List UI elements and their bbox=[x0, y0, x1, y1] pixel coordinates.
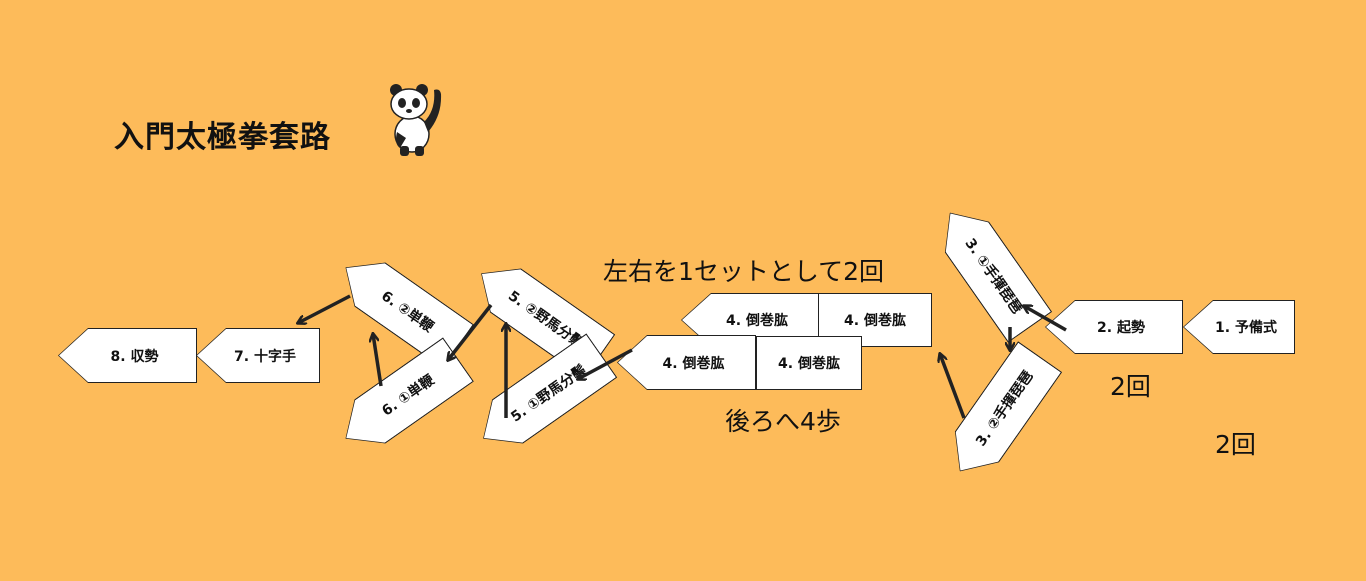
page-title: 入門太極拳套路 bbox=[114, 120, 331, 155]
step-2-tag: 2. 起勢 bbox=[1045, 300, 1183, 354]
arrow-2-to-3a bbox=[1024, 306, 1067, 332]
step-8-label: 8. 収勢 bbox=[59, 329, 196, 382]
step-8-tag: 8. 収勢 bbox=[58, 328, 197, 383]
twice-note-1: 2回 bbox=[1110, 372, 1151, 401]
step-4-label-c: 4. 倒巻肱 bbox=[618, 336, 755, 389]
step-4-tag-c: 4. 倒巻肱 bbox=[617, 335, 756, 390]
arrow-5b-to-6b bbox=[448, 303, 493, 360]
arrow-3b-to-4 bbox=[940, 354, 966, 419]
step-7-tag: 7. 十字手 bbox=[196, 328, 320, 383]
arrow-6b-to-7 bbox=[298, 294, 351, 323]
step-2-label: 2. 起勢 bbox=[1046, 301, 1182, 353]
back-note: 後ろへ4歩 bbox=[725, 407, 841, 436]
step-4-tag-d: 4. 倒巻肱 bbox=[756, 336, 862, 390]
step-4-label-d: 4. 倒巻肱 bbox=[757, 337, 861, 389]
step-7-label: 7. 十字手 bbox=[197, 329, 319, 382]
twice-note-2: 2回 bbox=[1215, 430, 1256, 459]
set-note: 左右を1セットとして2回 bbox=[603, 257, 885, 286]
panda-icon bbox=[390, 84, 442, 156]
arrow-6a-to-6b bbox=[373, 334, 383, 387]
arrow-4-to-5a bbox=[578, 348, 633, 379]
